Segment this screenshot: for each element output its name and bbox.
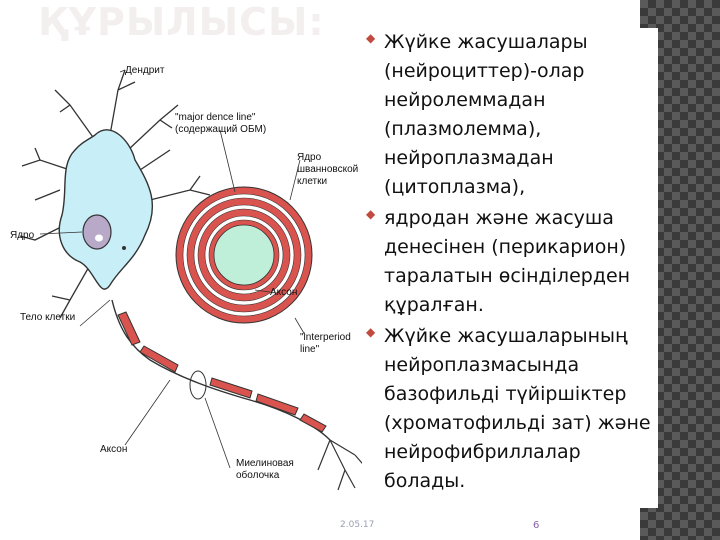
label-myelin-1: Миелиновая [236, 458, 294, 469]
slide-title: ҚҰРЫЛЫСЫ: [38, 0, 325, 44]
label-major-line-1: "major dence line" [175, 112, 256, 123]
label-major-line-2: (содержащий ОБМ) [175, 124, 266, 135]
label-axon-cross: Аксон [270, 287, 297, 298]
neuron-diagram: Дендрит "major dence line" (содержащий О… [0, 40, 370, 500]
cell-body [59, 130, 152, 289]
label-interperiod-1: "interperiod [300, 332, 351, 343]
label-axon: Аксон [100, 444, 127, 455]
nucleus [83, 215, 111, 249]
bullet-text: Жүйке жасушалары (нейроциттер)-олар нейр… [384, 31, 588, 198]
footer-date: 2.05.17 [340, 520, 374, 530]
label-schwann-3: клетки [297, 176, 327, 187]
bullet-text: Жүйке жасушаларының нейроплазмасында баз… [384, 325, 651, 492]
bullet-item: ◆ ядродан және жасуша денесінен (перикар… [362, 204, 658, 320]
myelin-cross-section [176, 187, 312, 323]
label-interperiod-2: line" [300, 344, 320, 355]
page-number: 6 [533, 520, 539, 531]
bullet-marker-icon: ◆ [366, 326, 375, 335]
bullet-text: ядродан және жасуша денесінен (перикарио… [384, 207, 630, 316]
label-schwann-2: шванновской [297, 164, 358, 175]
label-schwann-1: Ядро [297, 152, 322, 163]
bullet-marker-icon: ◆ [366, 32, 375, 41]
label-nucleus: Ядро [10, 230, 35, 241]
bullet-item: ◆ Жүйке жасушалары (нейроциттер)-олар не… [362, 28, 658, 202]
label-cell-body: Тело клетки [20, 312, 75, 323]
text-panel: ◆ Жүйке жасушалары (нейроциттер)-олар не… [362, 28, 658, 508]
label-dendrite: Дендрит [125, 65, 165, 76]
bullet-marker-icon: ◆ [366, 208, 375, 217]
bullet-list: ◆ Жүйке жасушалары (нейроциттер)-олар не… [362, 28, 658, 496]
axon-myelin [112, 300, 330, 440]
bullet-item: ◆ Жүйке жасушаларының нейроплазмасында б… [362, 322, 658, 496]
label-myelin-2: оболочка [236, 469, 280, 481]
